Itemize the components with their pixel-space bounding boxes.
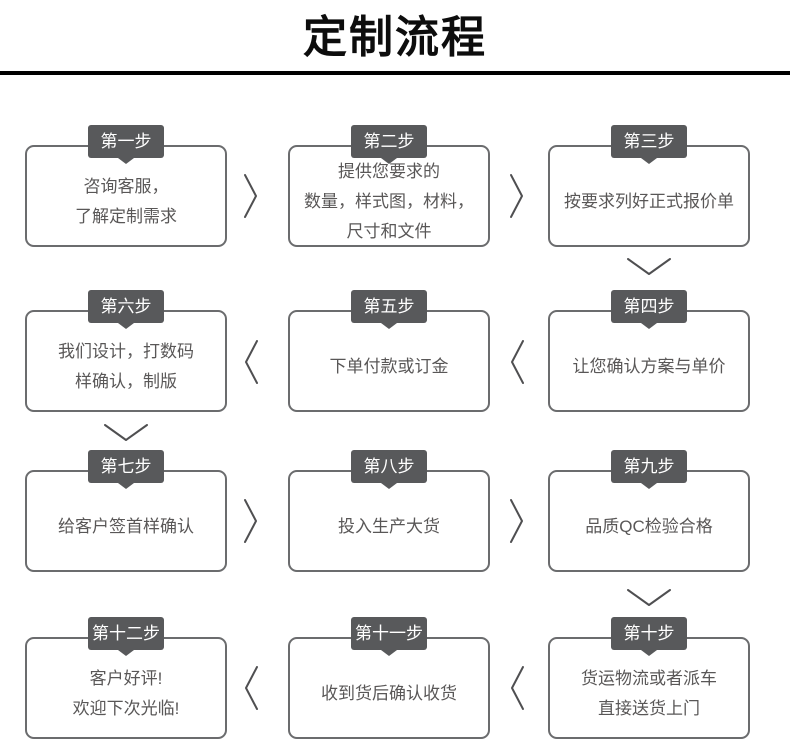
step-12-tab: 第十二步 — [88, 617, 164, 650]
step-1-tab: 第一步 — [88, 125, 164, 158]
step-text-line: 投入生产大货 — [338, 517, 440, 536]
step-3-tab: 第三步 — [611, 125, 687, 158]
title-divider — [0, 71, 790, 75]
step-8-box: 第八步 投入生产大货 — [288, 450, 490, 572]
step-12-box: 第十二步 客户好评! 欢迎下次光临! — [25, 617, 227, 739]
step-text-line: 尺寸和文件 — [346, 222, 432, 241]
step-text-line: 品质QC检验合格 — [585, 517, 713, 536]
step-2-tab: 第二步 — [351, 125, 427, 158]
page-title: 定制流程 — [303, 13, 487, 62]
arrow-down-icon — [102, 422, 150, 444]
step-text-line: 我们设计，打数码 — [58, 342, 194, 361]
step-11-tab: 第十一步 — [351, 617, 427, 650]
step-text-line: 客户好评! — [89, 669, 163, 688]
arrow-down-icon — [625, 587, 673, 609]
step-text-line: 了解定制需求 — [75, 207, 177, 226]
arrow-left-icon — [508, 338, 526, 386]
arrow-right-icon — [508, 172, 526, 220]
step-text-line: 直接送货上门 — [598, 699, 700, 718]
step-text-line: 欢迎下次光临! — [72, 699, 180, 718]
step-10-box: 第十步 货运物流或者派车 直接送货上门 — [548, 617, 750, 739]
arrow-right-icon — [242, 497, 260, 545]
step-3-box: 第三步 按要求列好正式报价单 — [548, 125, 750, 247]
step-10-tab: 第十步 — [611, 617, 687, 650]
step-9-tab: 第九步 — [611, 450, 687, 483]
step-text-line: 让您确认方案与单价 — [572, 357, 726, 376]
arrow-left-icon — [508, 664, 526, 712]
step-1-box: 第一步 咨询客服， 了解定制需求 — [25, 125, 227, 247]
step-4-tab: 第四步 — [611, 290, 687, 323]
step-text-line: 咨询客服， — [83, 177, 169, 196]
step-4-box: 第四步 让您确认方案与单价 — [548, 290, 750, 412]
step-text-line: 下单付款或订金 — [329, 357, 449, 376]
step-8-tab: 第八步 — [351, 450, 427, 483]
step-7-box: 第七步 给客户签首样确认 — [25, 450, 227, 572]
step-6-box: 第六步 我们设计，打数码 样确认，制版 — [25, 290, 227, 412]
step-text-line: 货运物流或者派车 — [581, 669, 717, 688]
step-6-tab: 第六步 — [88, 290, 164, 323]
step-text-line: 数量，样式图，材料， — [304, 192, 474, 211]
step-text-line: 按要求列好正式报价单 — [564, 192, 734, 211]
step-5-tab: 第五步 — [351, 290, 427, 323]
step-text-line: 提供您要求的 — [338, 162, 440, 181]
step-5-box: 第五步 下单付款或订金 — [288, 290, 490, 412]
step-9-box: 第九步 品质QC检验合格 — [548, 450, 750, 572]
arrow-right-icon — [242, 172, 260, 220]
arrow-left-icon — [242, 664, 260, 712]
step-7-tab: 第七步 — [88, 450, 164, 483]
step-text-line: 样确认，制版 — [75, 372, 177, 391]
step-text-line: 收到货后确认收货 — [321, 684, 457, 703]
step-2-box: 第二步 提供您要求的 数量，样式图，材料， 尺寸和文件 — [288, 125, 490, 247]
arrow-left-icon — [242, 338, 260, 386]
page-header: 定制流程 — [0, 0, 790, 66]
arrow-right-icon — [508, 497, 526, 545]
step-11-box: 第十一步 收到货后确认收货 — [288, 617, 490, 739]
arrow-down-icon — [625, 256, 673, 278]
step-text-line: 给客户签首样确认 — [58, 517, 194, 536]
